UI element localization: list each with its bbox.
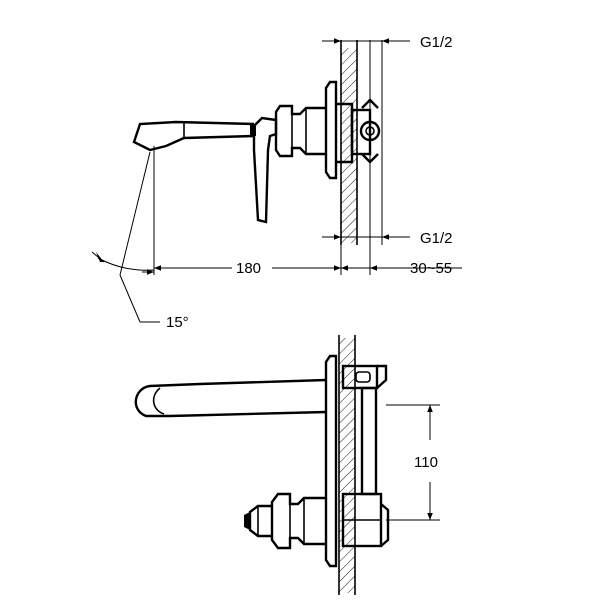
label-wall-thickness: 30~55 — [410, 260, 452, 277]
lever-handle — [252, 116, 278, 224]
spout-top — [134, 378, 327, 418]
label-thread-bottom: G1/2 — [420, 230, 453, 247]
label-thread-top: G1/2 — [420, 34, 453, 51]
valve-port — [359, 120, 381, 142]
label-outlet-spacing: 110 — [414, 454, 438, 471]
spout-side — [132, 120, 255, 152]
handle-knurl — [244, 512, 250, 530]
side-view — [91, 38, 462, 323]
label-spout-angle: 15° — [166, 314, 189, 331]
valve-handle-top — [270, 492, 326, 550]
top-view — [134, 335, 440, 595]
wall-flange — [324, 80, 338, 180]
wall-section-bottom — [339, 338, 355, 593]
handle-hub — [274, 104, 326, 158]
wall-plate — [324, 354, 338, 568]
label-spout-length: 180 — [236, 260, 261, 277]
wall-section-top — [341, 48, 357, 243]
